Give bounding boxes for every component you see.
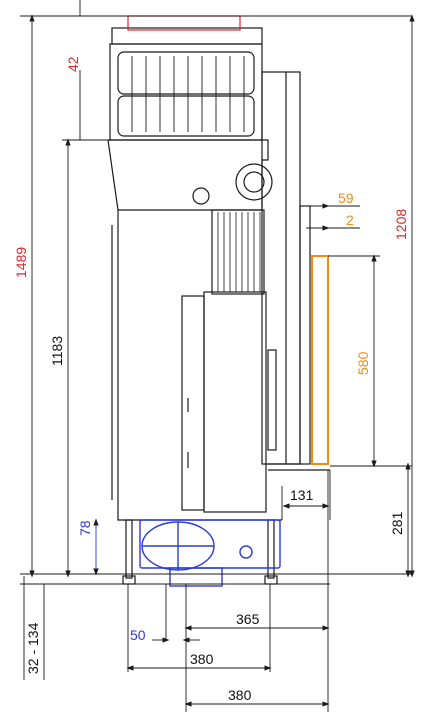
dim-380-upper: 380 xyxy=(190,651,214,667)
dim-50: 50 xyxy=(130,627,146,643)
dim-1183: 1183 xyxy=(49,336,65,366)
dim-380-lower: 380 xyxy=(228,687,252,703)
dimension-lines xyxy=(20,0,415,712)
dim-131: 131 xyxy=(290,487,314,503)
dim-2: 2 xyxy=(346,212,354,228)
base-connector xyxy=(139,519,281,587)
dim-1208: 1208 xyxy=(393,209,409,240)
fireplace-body xyxy=(107,15,330,585)
glass-profile xyxy=(311,255,329,465)
dim-1489: 1489 xyxy=(13,247,29,278)
dim-580: 580 xyxy=(355,351,371,375)
dim-59: 59 xyxy=(338,190,354,206)
dim-42: 42 xyxy=(65,56,81,72)
dim-281: 281 xyxy=(389,511,405,535)
dim-365: 365 xyxy=(236,611,260,627)
dim-78: 78 xyxy=(77,520,93,536)
dim-32-134: 32 - 134 xyxy=(25,622,41,674)
